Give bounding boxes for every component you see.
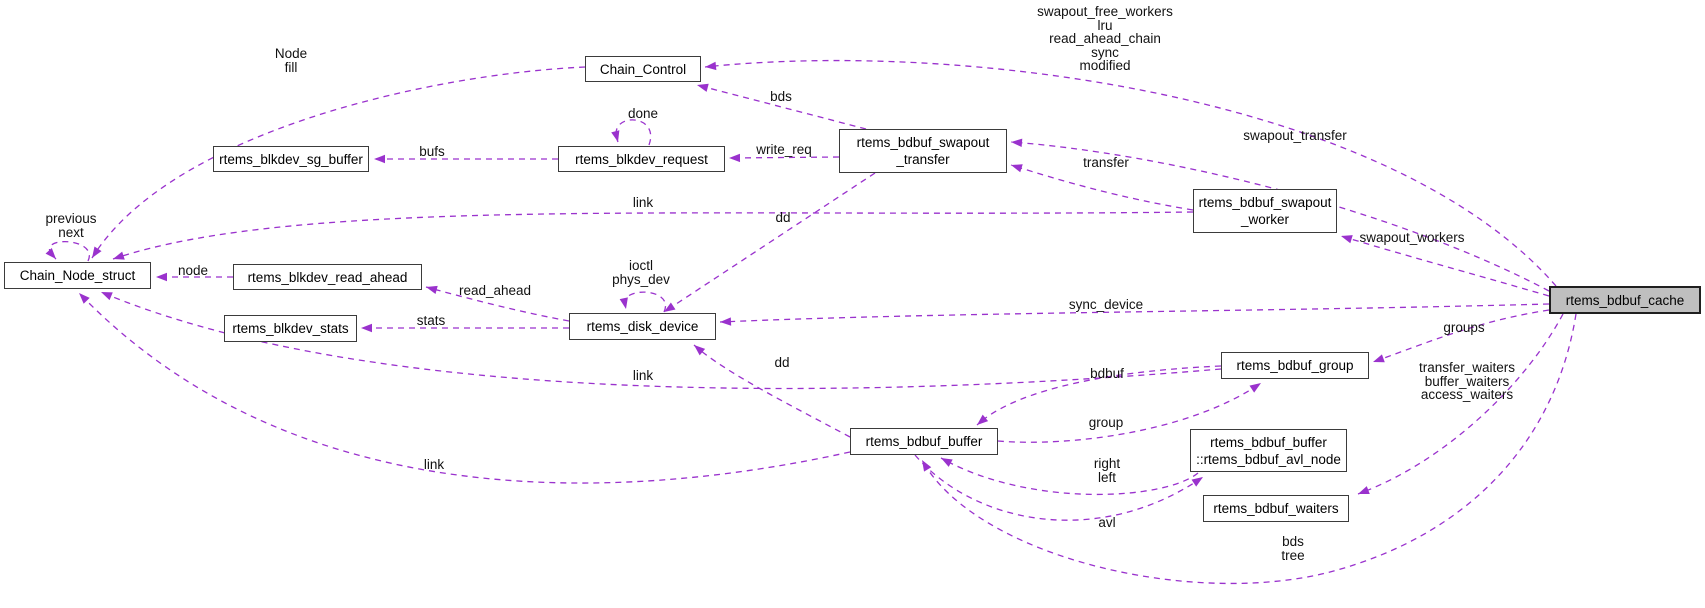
arrowhead-stats	[361, 323, 372, 333]
edge-swapout_workers	[1340, 235, 1550, 297]
edge-group_link	[100, 291, 1222, 390]
arrowhead-right_left	[941, 458, 953, 467]
edge-sync_device	[719, 303, 1550, 323]
arrowhead-swapout_workers	[1341, 235, 1353, 244]
node-bdbuf_buffer[interactable]: rtems_bdbuf_buffer	[850, 428, 998, 455]
edge-write_req	[728, 156, 840, 159]
edge-dd_transfer	[663, 172, 876, 313]
arrowhead-bds	[697, 83, 709, 92]
edge-groups	[1372, 309, 1550, 363]
arrowhead-sync_device	[720, 317, 732, 326]
edge-bdbuf	[976, 365, 1222, 426]
node-blkdev_sg_buffer[interactable]: rtems_blkdev_sg_buffer	[213, 146, 369, 172]
arrowhead-bds_tree	[922, 460, 932, 472]
arrowhead-ioctl_phys	[619, 297, 628, 309]
edge-transfer	[1010, 164, 1194, 211]
edge-read_ahead	[425, 286, 570, 322]
arrowhead-node_fill	[92, 246, 102, 258]
arrowhead-group_link	[101, 292, 113, 301]
edge-node_fill	[91, 66, 586, 259]
edge-bds_tree	[921, 313, 1577, 585]
arrowhead-transfer	[1011, 164, 1023, 173]
arrowhead-worker_link	[113, 251, 125, 260]
node-bdbuf_cache[interactable]: rtems_bdbuf_cache	[1549, 286, 1701, 314]
edge-avl	[914, 454, 1204, 521]
arrowhead-bdbuf	[977, 414, 989, 425]
arrowhead-dd_transfer	[664, 302, 676, 312]
edge-group	[997, 382, 1262, 443]
arrowhead-done	[611, 130, 620, 142]
node-chain_node[interactable]: Chain_Node_struct	[4, 262, 151, 289]
node-blkdev_stats[interactable]: rtems_blkdev_stats	[224, 315, 357, 342]
node-bdbuf_group[interactable]: rtems_bdbuf_group	[1221, 352, 1369, 379]
edge-right_left	[940, 457, 1199, 496]
node-disk_device[interactable]: rtems_disk_device	[569, 313, 716, 340]
node-chain_control[interactable]: Chain_Control	[585, 56, 701, 82]
edge-ioctl_phys	[623, 291, 667, 313]
arrowhead-prev_next	[45, 247, 56, 259]
arrowhead-buffer_link	[79, 293, 90, 304]
arrowhead-cache_chains	[705, 61, 717, 71]
edge-dd_buffer	[693, 344, 851, 438]
arrowhead-waiters	[1358, 486, 1370, 494]
edge-worker_link	[112, 211, 1194, 260]
node-bdbuf_waiters[interactable]: rtems_bdbuf_waiters	[1203, 495, 1349, 522]
node-bdbuf_avl_node[interactable]: rtems_bdbuf_buffer ::rtems_bdbuf_avl_nod…	[1190, 429, 1347, 472]
node-swapout_transfer[interactable]: rtems_bdbuf_swapout _transfer	[839, 129, 1007, 173]
arrowhead-avl	[1191, 477, 1203, 487]
arrowhead-dd_buffer	[694, 345, 706, 356]
node-swapout_worker[interactable]: rtems_bdbuf_swapout _worker	[1193, 189, 1337, 233]
edge-bds	[696, 84, 867, 130]
arrowhead-bufs	[374, 154, 385, 164]
arrowhead-write_req	[729, 153, 741, 163]
arrowhead-node	[156, 272, 167, 282]
node-blkdev_read_ahead[interactable]: rtems_blkdev_read_ahead	[233, 264, 422, 290]
arrowhead-group	[1249, 383, 1261, 393]
arrowhead-swapout_transfer_edge	[1011, 138, 1023, 148]
node-blkdev_request[interactable]: rtems_blkdev_request	[558, 146, 725, 172]
arrowhead-groups	[1373, 354, 1385, 363]
edge-buffer_link	[78, 292, 851, 484]
edge-cache_chains	[704, 59, 1557, 287]
arrowhead-read_ahead	[426, 285, 438, 294]
edge-waiters	[1357, 313, 1564, 495]
edge-done	[615, 119, 652, 146]
